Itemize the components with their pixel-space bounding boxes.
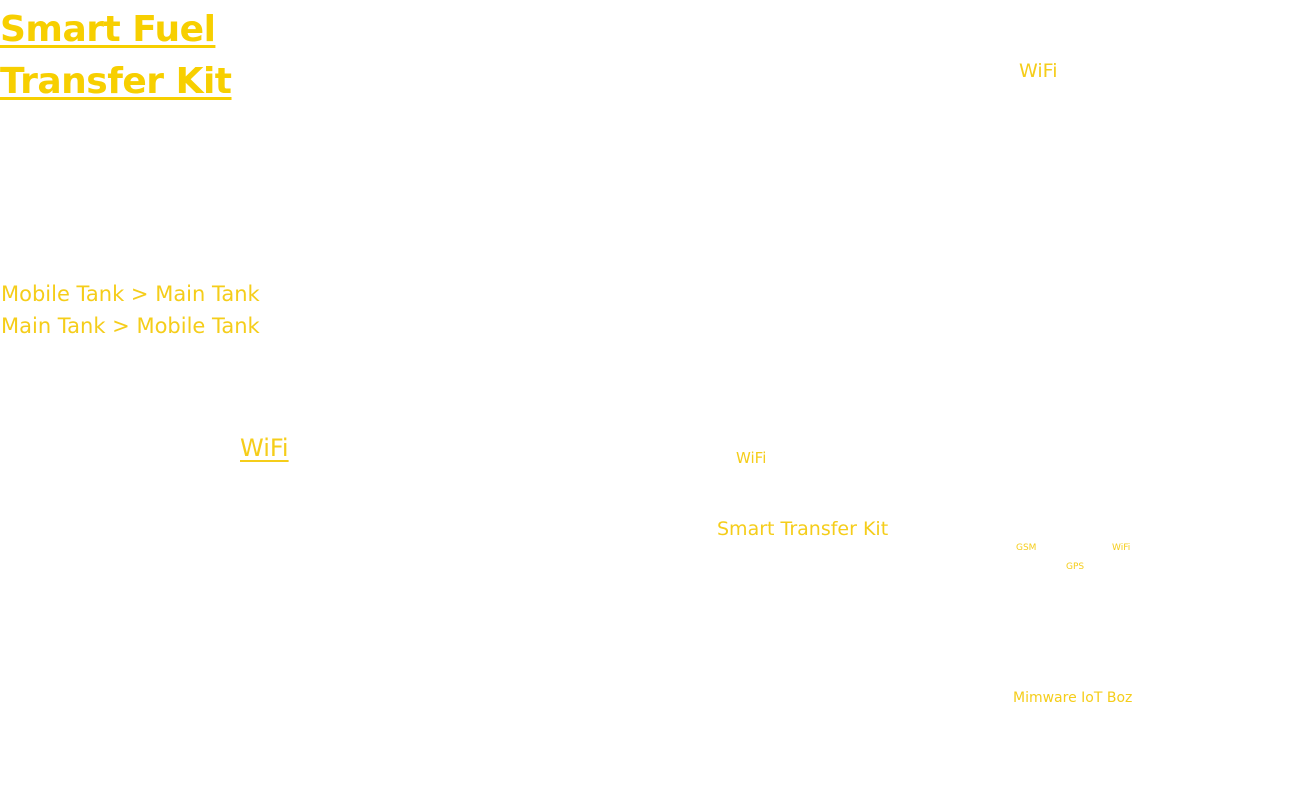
kit-wifi-label: WiFi [736,449,767,467]
main-tank-wifi-label[interactable]: WiFi [240,434,289,462]
kit-sensor [839,612,851,624]
main-tank-name: Main Fuel Tank [508,626,604,682]
gsm-antenna [1023,575,1029,605]
kit-wifi-icon-3 [834,478,871,506]
iot-name-label: Mimware IoT Boz [1013,690,1133,706]
transfer-modes: Mobile Tank > Main Tank Main Tank > Mobi… [1,278,260,342]
truck-cab [430,132,615,290]
signal-line-main-tank [409,382,1121,449]
worker-icon [1174,272,1310,558]
truck-device-brand: mimware [1026,226,1094,241]
arrowhead-main-tank [1112,366,1127,399]
tank-ladder [398,547,472,708]
kit-wifi-icon-2 [783,478,820,506]
water-layer [83,678,330,697]
valve-icon [680,700,702,725]
tanker-tank [632,143,1097,254]
kit-name-label: Smart Transfer Kit [717,518,889,540]
fuel-layer [83,615,330,678]
signal-arrowheads [1108,317,1142,451]
iot-gps-wifi-icon [1064,576,1084,591]
iot-gsm-label: GSM [1016,543,1037,553]
iot-wifi-wifi-icon [1111,556,1131,571]
arrowhead-truck [1120,317,1142,342]
tanker-truck: mimware [430,125,1097,307]
fuel-hose [866,232,1075,734]
truck-wifi-label: WiFi [1019,60,1058,82]
iot-gps-label: GPS [1066,562,1085,572]
page-title: Smart Fuel Transfer Kit [0,4,232,108]
kit-display [781,611,834,624]
phone-icon [1289,340,1310,380]
iot-gsm-wifi-icon [1017,556,1037,571]
mimware-logo-icon [999,215,1024,242]
title-line-1[interactable]: Smart Fuel [0,9,216,50]
kit-pump [726,644,816,733]
main-fuel-tank [4,493,666,732]
transfer-mode-mobile-to-main: Mobile Tank > Main Tank [1,282,260,306]
gps-antenna [1070,594,1079,607]
wifi-antenna [1118,575,1124,605]
truck-mimware-device: mimware [976,200,1094,255]
fuel-level-gauge [83,601,330,697]
iot-wifi-label: WiFi [1112,543,1131,553]
level-probe [184,535,188,710]
signal-line-truck [1045,253,1139,336]
title-line-2[interactable]: Transfer Kit [0,61,232,102]
arrowhead-kit [1108,423,1126,451]
main-tank-wifi-icon [164,435,208,468]
iot-box [1022,575,1125,686]
signal-lines [409,253,1139,621]
ground-pipe [656,716,870,733]
phone-wifi-icon [1280,305,1315,331]
transfer-mode-main-to-mobile: Main Tank > Mobile Tank [1,314,260,338]
truck-wifi-icon [1019,156,1063,189]
smart-transfer-kit [726,552,867,733]
water-float [175,670,197,684]
kit-wifi-icon-1 [733,478,770,506]
